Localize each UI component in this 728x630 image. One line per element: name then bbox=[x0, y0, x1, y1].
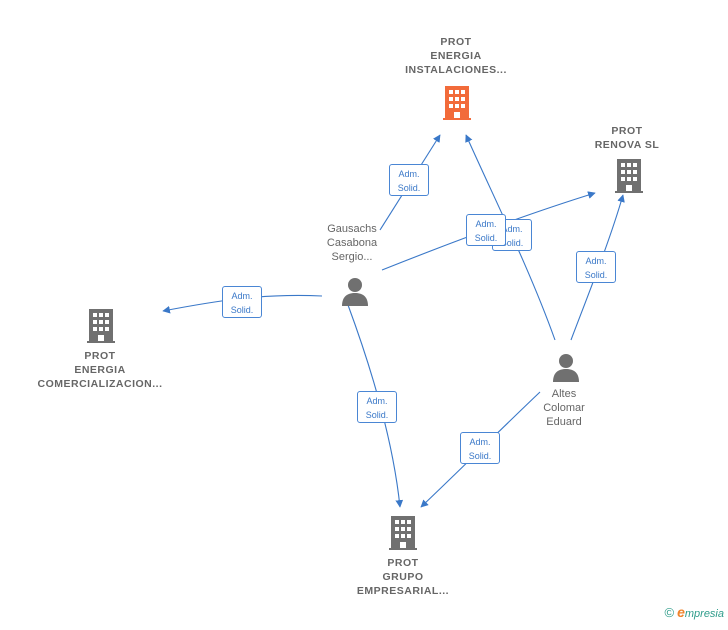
edge-label-line2: Solid. bbox=[365, 410, 389, 420]
edge-label-line2: Solid. bbox=[397, 183, 421, 193]
node-label-prot-grupo-empresarial[interactable]: PROT GRUPO EMPRESARIAL... bbox=[356, 557, 450, 597]
building-icon[interactable] bbox=[443, 86, 471, 120]
edge-label-line2: Solid. bbox=[474, 233, 498, 243]
edge-label-gausachs-instalaciones[interactable]: Adm. Solid. bbox=[389, 164, 429, 196]
edge-label-line1: Adm. bbox=[585, 256, 607, 266]
edge-label-line1: Adm. bbox=[398, 169, 420, 179]
building-icon[interactable] bbox=[615, 159, 643, 193]
edge-label-gausachs-comercializacion[interactable]: Adm. Solid. bbox=[222, 286, 262, 318]
node-label-prot-energia-instalaciones[interactable]: PROT ENERGIA INSTALACIONES... bbox=[405, 36, 507, 76]
edge-label-line2: Solid. bbox=[468, 451, 492, 461]
copyright-symbol: © bbox=[664, 604, 675, 620]
brand-initial: e bbox=[677, 604, 685, 620]
brand-name: mpresia bbox=[684, 608, 724, 620]
node-label-prot-energia-comercializacion[interactable]: PROT ENERGIA COMERCIALIZACION... bbox=[37, 350, 163, 390]
edge-label-gausachs-renova[interactable]: Adm. Solid. bbox=[466, 214, 506, 246]
brand-logo: empresia bbox=[677, 604, 724, 620]
edge-label-line2: Solid. bbox=[500, 238, 524, 248]
edge-label-line2: Solid. bbox=[230, 305, 254, 315]
edge-label-line1: Adm. bbox=[469, 437, 491, 447]
person-icon[interactable] bbox=[342, 278, 368, 306]
edge-label-line2: Solid. bbox=[584, 270, 608, 280]
building-icon[interactable] bbox=[389, 516, 417, 550]
edge-label-altes-grupo[interactable]: Adm. Solid. bbox=[460, 432, 500, 464]
edge-label-line1: Adm. bbox=[501, 224, 523, 234]
edge-label-gausachs-grupo[interactable]: Adm. Solid. bbox=[357, 391, 397, 423]
node-label-gausachs[interactable]: Gausachs Casabona Sergio... bbox=[326, 223, 378, 263]
node-label-prot-renova[interactable]: PROT RENOVA SL bbox=[594, 125, 660, 151]
empresia-credit[interactable]: © empresia bbox=[664, 604, 724, 620]
edge-label-line1: Adm. bbox=[366, 396, 388, 406]
edge-label-altes-renova[interactable]: Adm. Solid. bbox=[576, 251, 616, 283]
edge-label-line1: Adm. bbox=[475, 219, 497, 229]
building-icon[interactable] bbox=[87, 309, 115, 343]
person-icon[interactable] bbox=[553, 354, 579, 382]
edge-label-line1: Adm. bbox=[231, 291, 253, 301]
node-label-altes[interactable]: Altes Colomar Eduard bbox=[543, 388, 585, 428]
